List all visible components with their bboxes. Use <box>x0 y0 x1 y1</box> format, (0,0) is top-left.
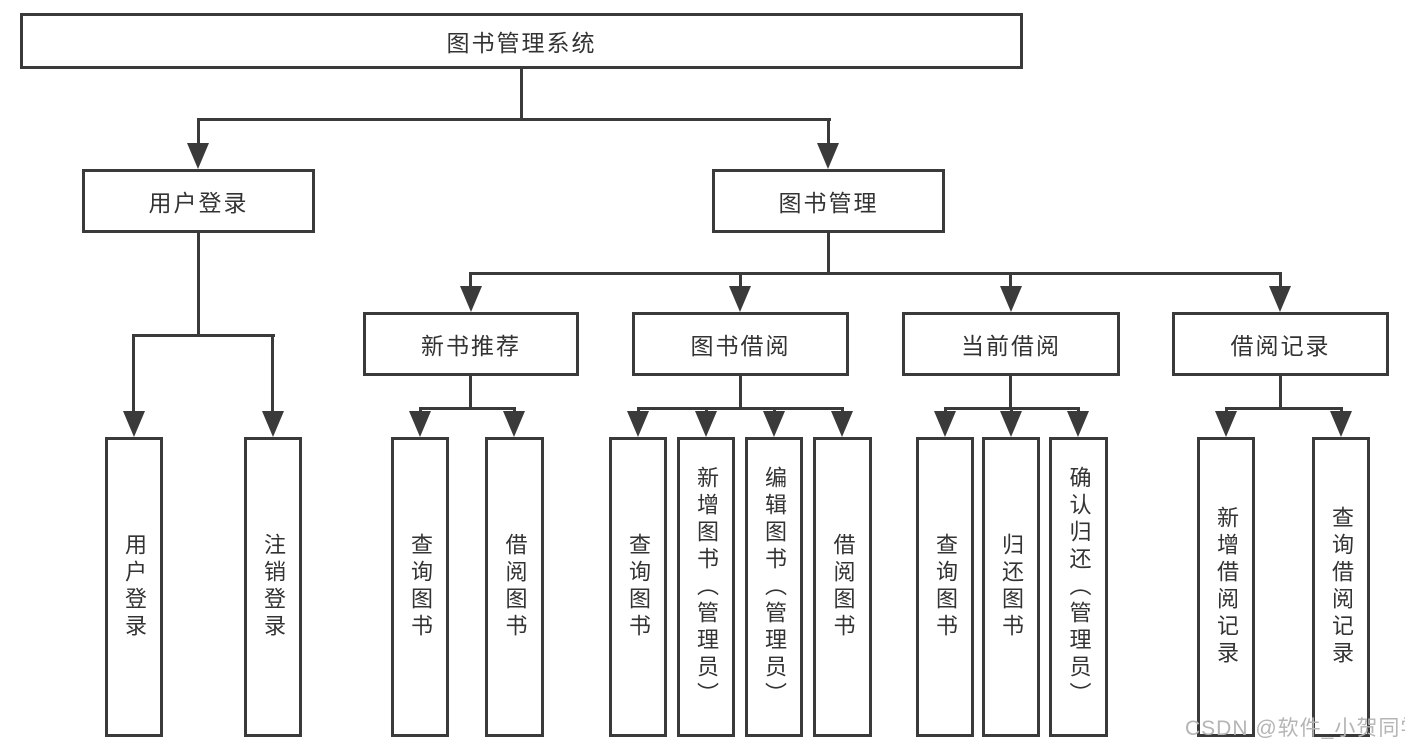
arrow-down-icon <box>729 286 751 312</box>
node-leaf-logout-label: 注销登录 <box>261 533 286 641</box>
node-current-borrow-label: 当前借阅 <box>961 333 1061 359</box>
node-leaf-newbook-query: 查询图书 <box>391 437 449 737</box>
node-leaf-current-confirm-admin: 确认归还（管理员） <box>1049 437 1108 737</box>
arrow-down-icon <box>695 411 717 437</box>
connector-line <box>1225 407 1343 410</box>
connector-line <box>739 272 742 287</box>
node-book-borrow: 图书借阅 <box>632 312 849 376</box>
node-leaf-current-query-label: 查询图书 <box>933 533 958 641</box>
arrow-down-icon <box>1269 286 1291 312</box>
node-leaf-borrow-borrow-label: 借阅图书 <box>830 533 856 641</box>
connector-line <box>827 233 830 275</box>
node-leaf-current-query: 查询图书 <box>916 437 974 737</box>
connector-line <box>513 407 516 414</box>
node-book-borrow-label: 图书借阅 <box>690 333 791 359</box>
node-user-login-label: 用户登录 <box>148 190 249 216</box>
connector-line <box>271 334 274 412</box>
node-leaf-borrow-edit-admin-label: 编辑图书（管理员） <box>762 465 787 709</box>
connector-line <box>419 407 516 410</box>
connector-line <box>841 407 844 414</box>
node-leaf-borrow-add-admin: 新增图书（管理员） <box>677 437 735 737</box>
arrow-down-icon <box>187 143 209 169</box>
arrow-down-icon <box>627 411 649 437</box>
connector-line <box>739 376 742 410</box>
connector-line <box>197 118 831 121</box>
connector-line <box>1077 407 1080 414</box>
node-leaf-borrow-borrow: 借阅图书 <box>813 437 872 737</box>
node-leaf-user-login-label: 用户登录 <box>122 533 147 641</box>
arrow-down-icon <box>409 411 431 437</box>
node-leaf-borrow-query-label: 查询图书 <box>626 533 651 641</box>
node-leaf-current-return-label: 归还图书 <box>999 533 1024 641</box>
node-leaf-borrow-query: 查询图书 <box>609 437 667 737</box>
node-leaf-record-add-label: 新增借阅记录 <box>1214 506 1239 668</box>
connector-line <box>469 376 472 410</box>
connector-line <box>1279 272 1282 287</box>
node-leaf-record-query-label: 查询借阅记录 <box>1329 506 1354 668</box>
connector-line <box>197 233 200 337</box>
node-leaf-newbook-borrow: 借阅图书 <box>485 437 544 737</box>
node-current-borrow: 当前借阅 <box>902 312 1120 376</box>
node-borrow-record-label: 借阅记录 <box>1230 333 1331 359</box>
node-leaf-newbook-borrow-label: 借阅图书 <box>502 533 528 641</box>
node-new-book-recommend-label: 新书推荐 <box>421 333 521 359</box>
node-book-management-label: 图书管理 <box>778 190 879 216</box>
connector-line <box>419 407 422 414</box>
connector-line <box>520 69 523 121</box>
connector-line <box>1010 407 1013 414</box>
arrow-down-icon <box>831 411 853 437</box>
node-leaf-current-return: 归还图书 <box>982 437 1040 737</box>
connector-line <box>827 118 830 144</box>
csdn-watermark: CSDN @软件_小贺同学 <box>1185 717 1405 740</box>
connector-line <box>773 407 776 414</box>
connector-line <box>705 407 708 414</box>
connector-line <box>1340 407 1343 414</box>
arrow-down-icon <box>123 411 145 437</box>
node-root-label: 图书管理系统 <box>446 30 597 56</box>
connector-line <box>637 407 844 410</box>
connector-line <box>1009 376 1012 410</box>
connector-line <box>132 334 135 412</box>
node-user-login: 用户登录 <box>82 169 315 233</box>
connector-line <box>1009 272 1012 287</box>
connector-line <box>469 272 1282 275</box>
connector-line <box>944 407 947 414</box>
connector-line <box>637 407 640 414</box>
arrow-down-icon <box>763 411 785 437</box>
arrow-down-icon <box>460 286 482 312</box>
node-leaf-current-confirm-admin-label: 确认归还（管理员） <box>1066 465 1092 709</box>
arrow-down-icon <box>1067 411 1089 437</box>
arrow-down-icon <box>1000 286 1022 312</box>
node-leaf-newbook-query-label: 查询图书 <box>408 533 433 641</box>
node-leaf-borrow-edit-admin: 编辑图书（管理员） <box>745 437 803 737</box>
connector-line <box>469 272 472 287</box>
arrow-down-icon <box>934 411 956 437</box>
arrow-down-icon <box>1000 411 1022 437</box>
arrow-down-icon <box>1330 411 1352 437</box>
connector-line <box>1279 376 1282 410</box>
arrow-down-icon <box>503 411 525 437</box>
node-leaf-logout: 注销登录 <box>244 437 302 737</box>
node-leaf-user-login: 用户登录 <box>105 437 163 737</box>
node-leaf-record-add: 新增借阅记录 <box>1197 437 1255 737</box>
arrow-down-icon <box>262 411 284 437</box>
node-borrow-record: 借阅记录 <box>1172 312 1389 376</box>
connector-line <box>197 118 200 144</box>
node-new-book-recommend: 新书推荐 <box>363 312 579 376</box>
connector-line <box>1225 407 1228 414</box>
arrow-down-icon <box>817 143 839 169</box>
node-book-management: 图书管理 <box>712 169 945 233</box>
node-leaf-record-query: 查询借阅记录 <box>1312 437 1370 737</box>
node-leaf-borrow-add-admin-label: 新增图书（管理员） <box>694 465 719 709</box>
arrow-down-icon <box>1215 411 1237 437</box>
connector-line <box>132 334 275 337</box>
node-root: 图书管理系统 <box>20 13 1023 69</box>
